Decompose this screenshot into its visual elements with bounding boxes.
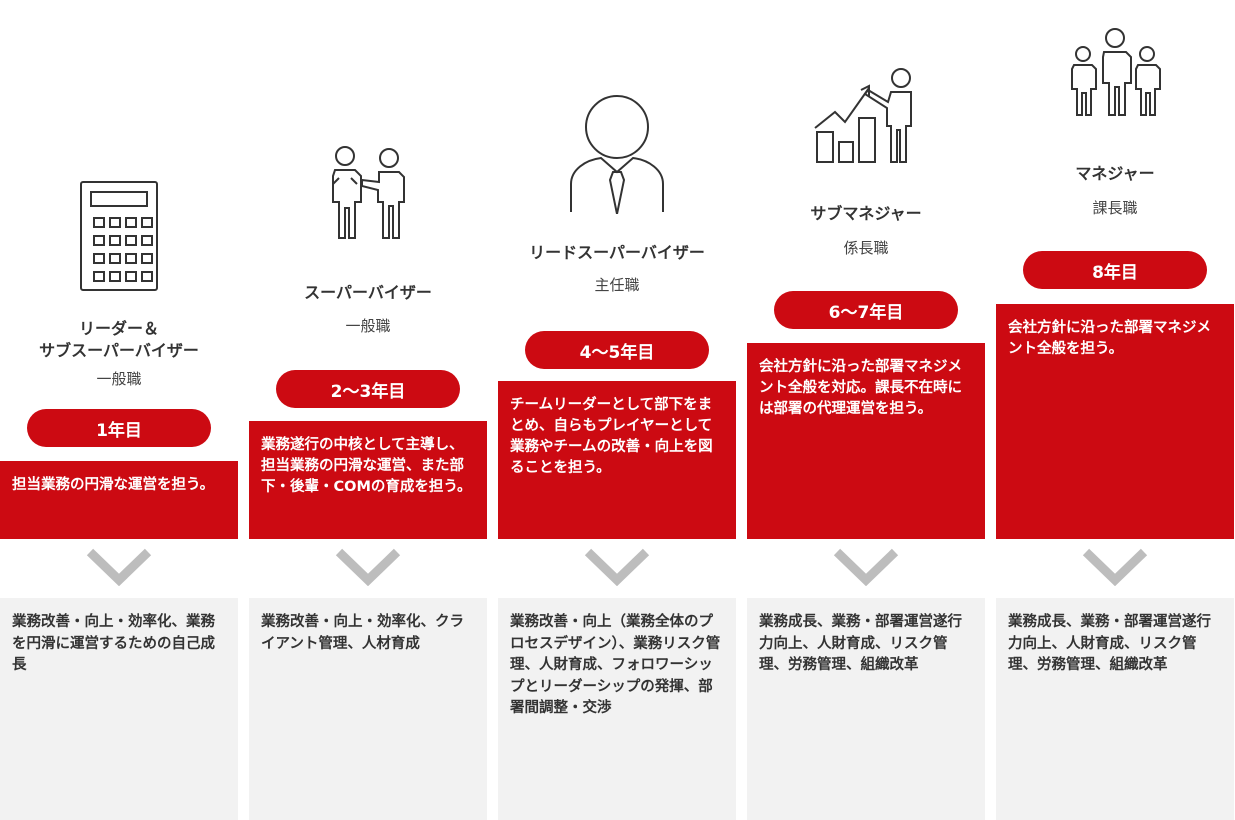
stage-5: マネジャー 課長職 8年目 会社方針に沿った部署マネジメント全般を担う。 業務成… <box>996 0 1234 820</box>
stage-title: サブマネジャー <box>810 204 922 223</box>
stage-1: リーダー＆ サブスーパーバイザー 一般職 1年目 担当業務の円滑な運営を担う。 … <box>0 0 238 820</box>
stage-grade: 課長職 <box>1092 199 1138 217</box>
stage-3: リードスーパーバイザー 主任職 4～5年目 チームリーダーとして部下をまとめ、自… <box>498 0 736 820</box>
stage-title: リードスーパーバイザー <box>529 243 705 262</box>
years-badge: 4～5年目 <box>525 331 709 369</box>
chevron-down-icon <box>584 548 650 586</box>
person-with-tie-icon <box>498 94 736 214</box>
presenter-chart-icon <box>747 66 985 166</box>
stage-title: マネジャー <box>1075 164 1155 183</box>
stage-description: チームリーダーとして部下をまとめ、自らもプレイヤーとして業務やチームの改善・向上… <box>498 381 736 539</box>
years-badge: 2～3年目 <box>276 370 460 408</box>
skills-panel: 業務改善・向上・効率化、クライアント管理、人材育成 <box>249 598 487 820</box>
years-badge: 8年目 <box>1023 251 1207 289</box>
stage-description: 業務遂行の中核として主導し、担当業務の円滑な運営、また部下・後輩・COMの育成を… <box>249 421 487 539</box>
stage-grade: 一般職 <box>96 370 142 388</box>
years-badge: 1年目 <box>27 409 211 447</box>
stage-2: スーパーバイザー 一般職 2～3年目 業務遂行の中核として主導し、担当業務の円滑… <box>249 0 487 820</box>
team-group-icon <box>996 28 1234 118</box>
chevron-down-icon <box>1082 548 1148 586</box>
skills-panel: 業務成長、業務・部署運営遂行力向上、人財育成、リスク管理、労務管理、組織改革 <box>747 598 985 820</box>
skills-panel: 業務成長、業務・部署運営遂行力向上、人財育成、リスク管理、労務管理、組織改革 <box>996 598 1234 820</box>
chevron-down-icon <box>86 548 152 586</box>
chevron-down-icon <box>335 548 401 586</box>
stage-description: 担当業務の円滑な運営を担う。 <box>0 461 238 539</box>
stage-title: リーダー＆ サブスーパーバイザー <box>39 319 199 360</box>
stage-description: 会社方針に沿った部署マネジメント全般を対応。課長不在時には部署の代理運営を担う。 <box>747 343 985 539</box>
skills-panel: 業務改善・向上（業務全体のプロセスデザイン）、業務リスク管理、人財育成、フォロワ… <box>498 598 736 820</box>
stage-grade: 係長職 <box>843 239 889 257</box>
two-people-icon <box>249 144 487 244</box>
stage-grade: 主任職 <box>594 276 640 294</box>
stage-grade: 一般職 <box>345 317 391 335</box>
skills-panel: 業務改善・向上・効率化、業務を円滑に運営するための自己成長 <box>0 598 238 820</box>
chevron-down-icon <box>833 548 899 586</box>
stage-title: スーパーバイザー <box>304 283 432 302</box>
stage-description: 会社方針に沿った部署マネジメント全般を担う。 <box>996 304 1234 539</box>
years-badge: 6～7年目 <box>774 291 958 329</box>
calculator-icon <box>0 180 238 292</box>
stage-4: サブマネジャー 係長職 6～7年目 会社方針に沿った部署マネジメント全般を対応。… <box>747 0 985 820</box>
